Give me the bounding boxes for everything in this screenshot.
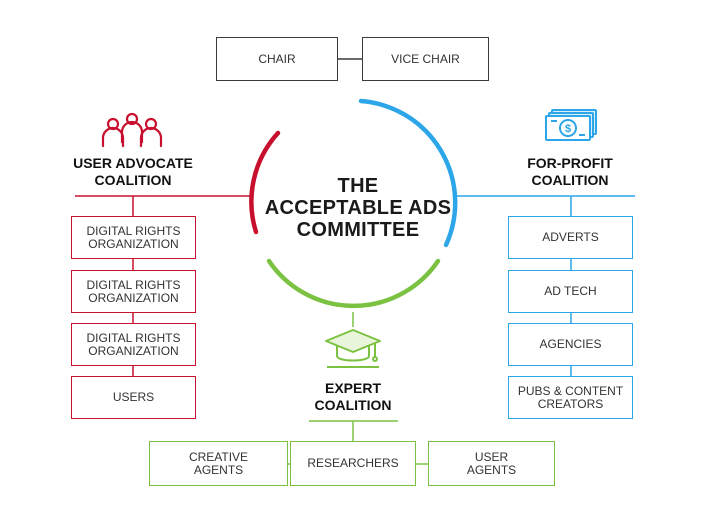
- for-profit-member-2: AD TECH: [508, 270, 633, 313]
- user-advocate-member-4: USERS: [71, 376, 196, 419]
- chair-box: CHAIR: [216, 37, 338, 81]
- for-profit-member-4: PUBS & CONTENT CREATORS: [508, 376, 633, 419]
- member-label: USERS: [112, 390, 155, 404]
- user-advocate-member-2: DIGITAL RIGHTS ORGANIZATION: [71, 270, 196, 313]
- graduation-cap-icon: [325, 329, 381, 368]
- for-profit-member-3: AGENCIES: [508, 323, 633, 366]
- user-advocate-member-1: DIGITAL RIGHTS ORGANIZATION: [71, 216, 196, 259]
- ring-arc-user-advocate: [249, 130, 281, 235]
- member-label: DIGITAL RIGHTS ORGANIZATION: [86, 223, 181, 251]
- member-label: ADVERTS: [542, 230, 599, 244]
- member-label: RESEARCHERS: [307, 456, 399, 470]
- money-icon: $: [545, 109, 597, 141]
- expert-member-3: USER AGENTS: [428, 441, 555, 486]
- user-advocate-member-3: DIGITAL RIGHTS ORGANIZATION: [71, 323, 196, 366]
- member-label: PUBS & CONTENT CREATORS: [517, 383, 624, 411]
- people-icon: [101, 112, 163, 148]
- member-label: AD TECH: [544, 284, 597, 298]
- expert-member-2: RESEARCHERS: [290, 441, 416, 486]
- committee-title: THE ACCEPTABLE ADS COMMITTEE: [264, 175, 452, 241]
- member-label: AGENCIES: [539, 337, 602, 351]
- member-label: USER AGENTS: [466, 449, 517, 477]
- svg-text:$: $: [565, 123, 571, 135]
- member-label: DIGITAL RIGHTS ORGANIZATION: [86, 330, 181, 358]
- ring-arc-expert: [266, 258, 441, 309]
- member-label: CREATIVE AGENTS: [188, 449, 249, 477]
- member-label: DIGITAL RIGHTS ORGANIZATION: [86, 277, 181, 305]
- expert-heading: EXPERT COALITION: [314, 380, 392, 413]
- vice-chair-box: VICE CHAIR: [362, 37, 489, 81]
- for-profit-heading: FOR-PROFIT COALITION: [527, 155, 613, 188]
- for-profit-member-1: ADVERTS: [508, 216, 633, 259]
- ring-arc-for-profit: [358, 98, 458, 248]
- vice-chair-label: VICE CHAIR: [391, 51, 460, 66]
- chair-label: CHAIR: [258, 51, 296, 66]
- user-advocate-heading: USER ADVOCATE COALITION: [73, 155, 193, 188]
- expert-member-1: CREATIVE AGENTS: [149, 441, 288, 486]
